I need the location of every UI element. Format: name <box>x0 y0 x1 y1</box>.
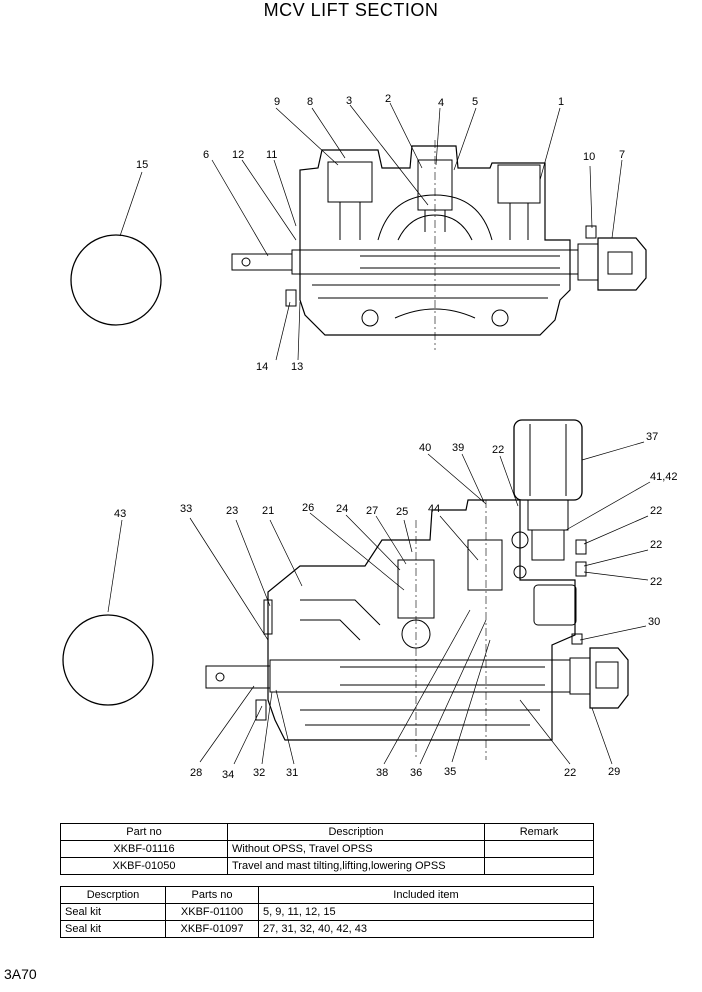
callout: 35 <box>444 766 456 778</box>
callout: 3 <box>346 95 352 107</box>
callout: 22 <box>492 444 504 456</box>
callout: 27 <box>366 505 378 517</box>
callout: 37 <box>646 431 658 443</box>
valve-diagram: 9 8 3 2 4 5 1 6 12 11 10 7 15 14 13 <box>62 93 678 781</box>
table-header: Remark <box>484 823 594 841</box>
callout: 2 <box>385 93 391 105</box>
callout: 25 <box>396 506 408 518</box>
callout: 22 <box>650 576 662 588</box>
o-ring-15 <box>70 234 162 326</box>
callout: 36 <box>410 767 422 779</box>
callout: 29 <box>608 766 620 778</box>
callout: 1 <box>558 96 564 108</box>
bottom-section-drawing <box>62 419 629 760</box>
o-ring-43 <box>62 614 154 706</box>
callout: 23 <box>226 505 238 517</box>
bottom-callouts: 40 39 22 37 41,42 22 22 22 30 43 33 23 2… <box>114 431 678 781</box>
callout: 39 <box>452 442 464 454</box>
table-row: XKBF-01116 Without OPSS, Travel OPSS <box>60 840 594 858</box>
callout: 6 <box>203 149 209 161</box>
callout: 33 <box>180 503 192 515</box>
callout: 38 <box>376 767 388 779</box>
table-cell <box>484 840 594 858</box>
callout: 4 <box>438 97 444 109</box>
table-cell: XKBF-01097 <box>165 920 259 938</box>
callout: 5 <box>472 96 478 108</box>
table-header-row: Part no Description Remark <box>60 823 594 841</box>
bottom-leader-lines <box>107 441 651 765</box>
page-title: MCV LIFT SECTION <box>263 0 439 20</box>
callout: 22 <box>650 505 662 517</box>
callout: 8 <box>307 96 313 108</box>
callout: 31 <box>286 767 298 779</box>
table-header: Descrption <box>60 886 166 904</box>
callout: 32 <box>253 767 265 779</box>
callout: 11 <box>266 149 277 161</box>
callout: 40 <box>419 442 431 454</box>
callout: 24 <box>336 503 348 515</box>
table-cell: XKBF-01116 <box>60 840 228 858</box>
callout: 26 <box>302 502 314 514</box>
table-header-row: Descrption Parts no Included item <box>60 886 594 904</box>
top-section-drawing <box>70 140 647 350</box>
callout: 22 <box>650 539 662 551</box>
table-cell: Without OPSS, Travel OPSS <box>227 840 485 858</box>
callout: 43 <box>114 508 126 520</box>
callout: 28 <box>190 767 202 779</box>
callout: 12 <box>232 149 244 161</box>
table-cell: 27, 31, 32, 40, 42, 43 <box>258 920 594 938</box>
callout: 44 <box>428 503 440 515</box>
table-cell: Seal kit <box>60 903 166 921</box>
table-cell: Travel and mast tilting,lifting,lowering… <box>227 857 485 875</box>
seal-kit-table: Descrption Parts no Included item Seal k… <box>60 886 594 938</box>
callout: 10 <box>583 151 595 163</box>
table-cell: XKBF-01050 <box>60 857 228 875</box>
page-code: 3A70 <box>4 966 37 982</box>
table-cell: 5, 9, 11, 12, 15 <box>258 903 594 921</box>
table-header: Parts no <box>165 886 259 904</box>
table-cell: Seal kit <box>60 920 166 938</box>
table-header: Description <box>227 823 485 841</box>
table-cell: XKBF-01100 <box>165 903 259 921</box>
top-leader-lines <box>119 102 623 361</box>
table-row: Seal kit XKBF-01100 5, 9, 11, 12, 15 <box>60 903 594 921</box>
table-cell <box>484 857 594 875</box>
callout: 9 <box>274 96 280 108</box>
table-row: Seal kit XKBF-01097 27, 31, 32, 40, 42, … <box>60 920 594 938</box>
callout: 30 <box>648 616 660 628</box>
top-callouts: 9 8 3 2 4 5 1 6 12 11 10 7 15 14 13 <box>136 93 625 373</box>
callout: 13 <box>291 361 303 373</box>
callout: 41,42 <box>650 471 678 483</box>
table-header: Included item <box>258 886 594 904</box>
callout: 21 <box>262 505 274 517</box>
callout: 15 <box>136 159 148 171</box>
callout: 22 <box>564 767 576 779</box>
part-number-table: Part no Description Remark XKBF-01116 Wi… <box>60 823 594 875</box>
callout: 7 <box>619 149 625 161</box>
table-header: Part no <box>60 823 228 841</box>
table-row: XKBF-01050 Travel and mast tilting,lifti… <box>60 857 594 875</box>
callout: 14 <box>256 361 268 373</box>
callout: 34 <box>222 769 234 781</box>
